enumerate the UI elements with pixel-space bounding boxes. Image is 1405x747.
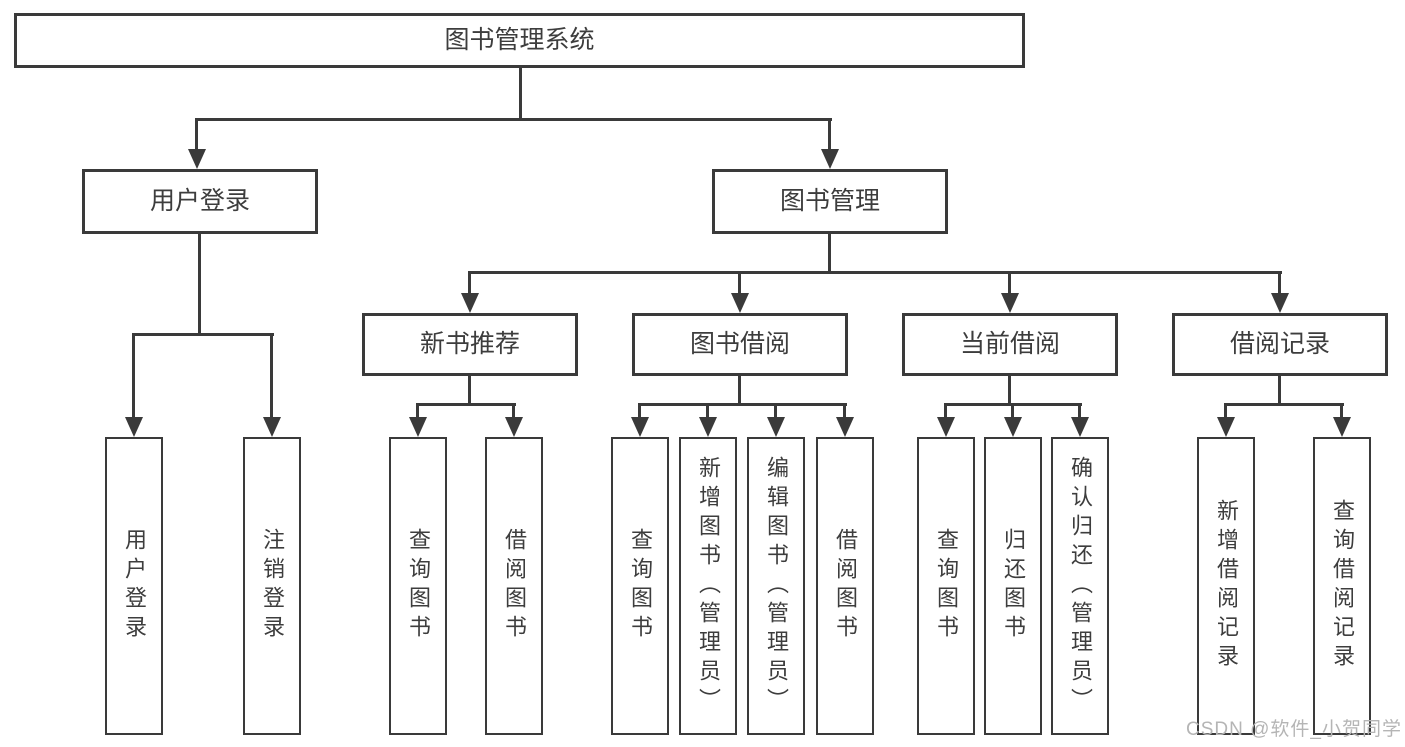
connector-leaf-shaft	[416, 403, 419, 419]
leaf-query-books: 查询图书	[917, 437, 975, 735]
node-label: 确认归还（管理员）	[1068, 455, 1093, 717]
node-label: 查询图书	[406, 528, 431, 644]
connector-leaf-shaft	[132, 333, 135, 418]
arrow-down-icon	[461, 293, 479, 313]
arrow-down-icon	[409, 417, 427, 437]
node-book-borrowing: 图书借阅	[632, 313, 848, 376]
arrow-down-icon	[1071, 417, 1089, 437]
connector-level1-branch	[196, 118, 832, 121]
connector-shaft	[1008, 271, 1011, 295]
connector-root-stem	[519, 68, 522, 120]
connector-book-mgmt-stem	[828, 234, 831, 274]
node-new-book-recommend: 新书推荐	[362, 313, 578, 376]
csdn-watermark: CSDN @软件_小贺同学	[1186, 719, 1402, 740]
arrow-down-icon	[505, 417, 523, 437]
connector-stem	[468, 376, 471, 406]
connector-leaf-shaft	[512, 403, 515, 419]
connector-stem	[1008, 376, 1011, 406]
node-label: 当前借阅	[959, 330, 1060, 358]
connector-leaf-shaft	[843, 403, 846, 419]
node-label: 编辑图书（管理员）	[764, 455, 789, 717]
arrow-down-icon	[1004, 417, 1022, 437]
connector-leaf-shaft	[638, 403, 641, 419]
arrow-down-icon	[767, 417, 785, 437]
node-borrowing-records: 借阅记录	[1172, 313, 1388, 376]
node-label: 新书推荐	[419, 330, 520, 358]
node-label: 查询图书	[934, 528, 959, 644]
leaf-return-books: 归还图书	[984, 437, 1042, 735]
node-label: 用户登录	[122, 528, 147, 644]
connector-stem	[1278, 376, 1281, 406]
node-label: 查询借阅记录	[1330, 499, 1355, 673]
node-library-management-system: 图书管理系统	[14, 13, 1025, 68]
connector-leaf-shaft	[774, 403, 777, 419]
arrow-down-icon	[836, 417, 854, 437]
connector-branch	[638, 403, 847, 406]
node-label: 借阅图书	[833, 528, 858, 644]
arrow-down-icon	[263, 417, 281, 437]
connector-leaf-shaft	[1340, 403, 1343, 419]
connector-level2-branch	[468, 271, 1282, 274]
leaf-edit-books-admin: 编辑图书（管理员）	[747, 437, 805, 735]
node-label: 注销登录	[260, 528, 285, 644]
node-label: 归还图书	[1001, 528, 1026, 644]
connector-shaft	[1278, 271, 1281, 295]
arrow-down-icon	[125, 417, 143, 437]
connector-stem	[738, 376, 741, 406]
leaf-logout: 注销登录	[243, 437, 301, 735]
node-label: 查询图书	[628, 528, 653, 644]
connector-branch	[416, 403, 516, 406]
leaf-borrow-books: 借阅图书	[485, 437, 543, 735]
node-label: 用户登录	[149, 187, 250, 215]
node-label: 借阅记录	[1229, 330, 1330, 358]
arrow-down-icon	[1217, 417, 1235, 437]
leaf-user-login: 用户登录	[105, 437, 163, 735]
leaf-add-books-admin: 新增图书（管理员）	[679, 437, 737, 735]
arrow-down-icon	[937, 417, 955, 437]
leaf-query-books: 查询图书	[611, 437, 669, 735]
leaf-borrow-books: 借阅图书	[816, 437, 874, 735]
connector-shaft	[738, 271, 741, 295]
arrow-down-icon	[1271, 293, 1289, 313]
node-label: 图书管理系统	[444, 26, 595, 54]
connector-leaf-shaft	[944, 403, 947, 419]
connector-user-login-stem	[198, 234, 201, 335]
connector-leaf-shaft	[270, 333, 273, 418]
arrow-down-icon	[821, 149, 839, 169]
arrow-down-icon	[1333, 417, 1351, 437]
node-label: 图书借阅	[689, 330, 790, 358]
connector-book-mgmt-shaft	[828, 118, 831, 150]
node-label: 借阅图书	[502, 528, 527, 644]
arrow-down-icon	[188, 149, 206, 169]
connector-branch	[1224, 403, 1344, 406]
node-book-management: 图书管理	[712, 169, 948, 234]
node-user-login: 用户登录	[82, 169, 318, 234]
arrow-down-icon	[731, 293, 749, 313]
connector-leaf-shaft	[1011, 403, 1014, 419]
connector-leaf-shaft	[706, 403, 709, 419]
leaf-confirm-return-admin: 确认归还（管理员）	[1051, 437, 1109, 735]
node-label: 图书管理	[779, 187, 880, 215]
node-label: 新增图书（管理员）	[696, 455, 721, 717]
leaf-query-books: 查询图书	[389, 437, 447, 735]
connector-leaf-shaft	[1078, 403, 1081, 419]
arrow-down-icon	[1001, 293, 1019, 313]
connector-user-login-branch	[132, 333, 274, 336]
arrow-down-icon	[699, 417, 717, 437]
leaf-add-borrow-record: 新增借阅记录	[1197, 437, 1255, 735]
node-label: 新增借阅记录	[1214, 499, 1239, 673]
connector-shaft	[468, 271, 471, 295]
arrow-down-icon	[631, 417, 649, 437]
connector-leaf-shaft	[1224, 403, 1227, 419]
leaf-query-borrow-record: 查询借阅记录	[1313, 437, 1371, 735]
connector-user-login-shaft	[195, 118, 198, 150]
node-current-borrowing: 当前借阅	[902, 313, 1118, 376]
